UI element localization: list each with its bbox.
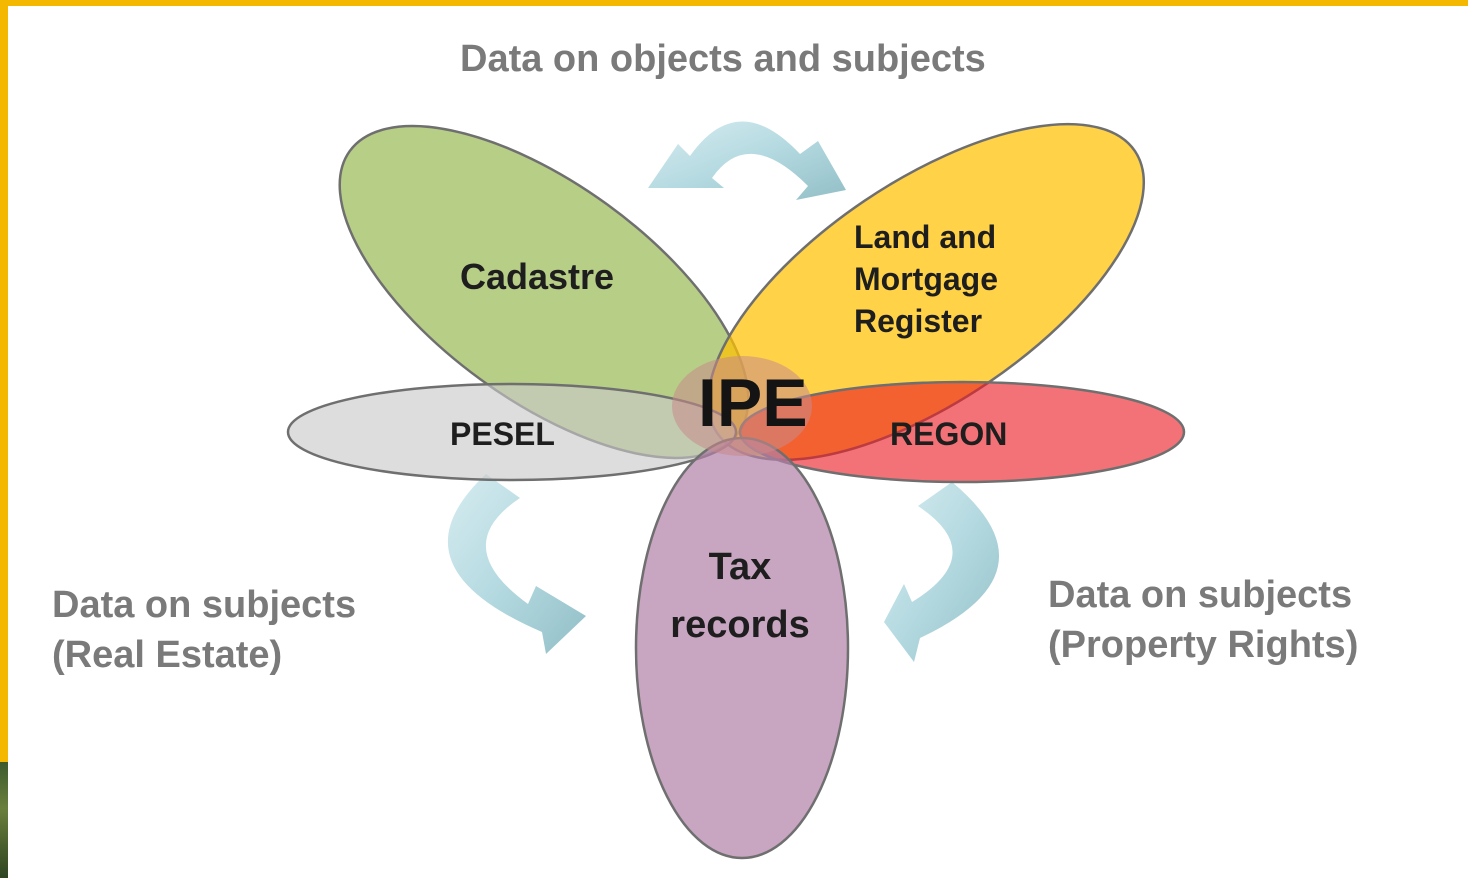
label-tax-line2: records [670,604,810,646]
label-tax-records: Tax records [650,538,830,654]
top-exchange-arrow [648,121,846,200]
right-flow-arrow [884,482,1000,662]
center-ipe-blob [672,356,812,456]
caption-real-estate: Data on subjects (Real Estate) [52,580,356,680]
label-ipe-center: IPE [698,365,808,441]
petal-diagram [286,121,1186,860]
caption-right-line2: (Property Rights) [1048,624,1359,666]
label-cadastre: Cadastre [460,256,615,297]
caption-left-line2: (Real Estate) [52,634,283,676]
background-photo-strip [0,762,8,878]
caption-top-text: Data on objects and subjects [460,38,986,80]
caption-objects-subjects: Data on objects and subjects [460,38,986,81]
caption-left-line1: Data on subjects [52,584,357,626]
diagram-canvas: Data on objects and subjects Data on sub… [8,6,1468,878]
label-land-register: Land and Mortgage Register [854,216,998,342]
caption-right-line1: Data on subjects [1048,574,1353,616]
label-land-line2: Mortgage [854,261,998,297]
left-flow-arrow [447,474,586,654]
label-land-line1: Land and [854,219,997,255]
label-tax-line1: Tax [708,546,772,588]
label-regon: REGON [890,416,1008,452]
label-land-line3: Register [854,303,983,339]
caption-property-rights: Data on subjects (Property Rights) [1048,570,1358,670]
label-pesel: PESEL [450,416,555,452]
